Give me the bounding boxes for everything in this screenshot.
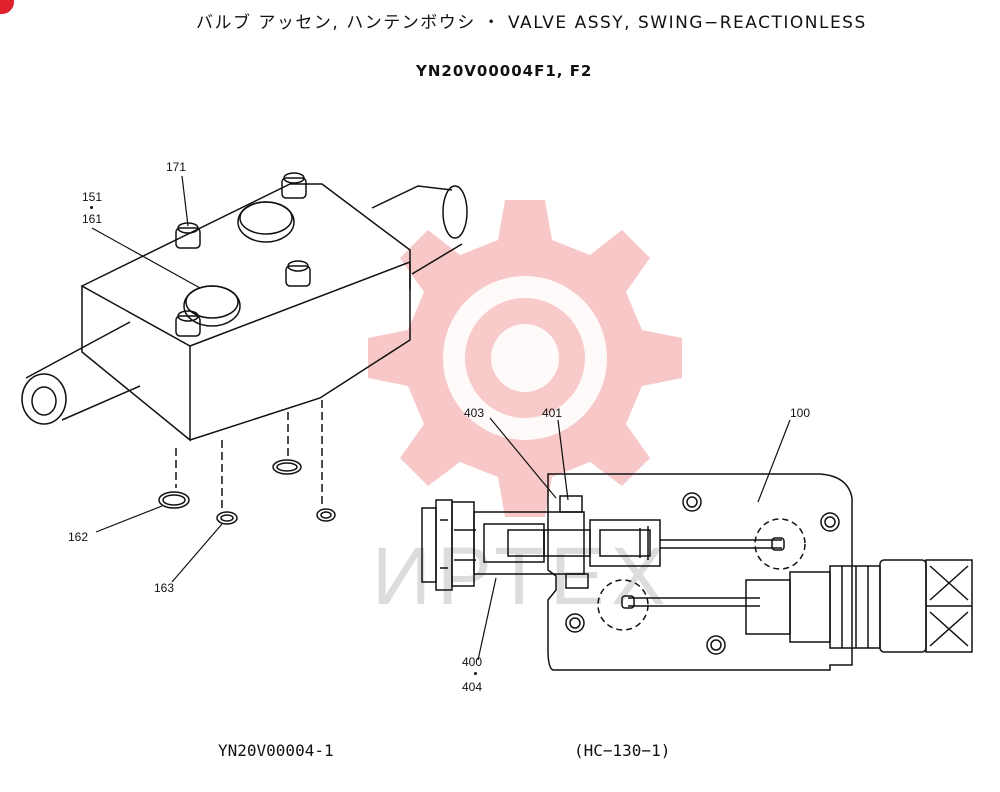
o-ring-163 (216, 511, 238, 525)
valve-body-lower (547, 473, 853, 671)
part-label-162: 162 (68, 530, 89, 544)
part-label-404: 404 (462, 680, 483, 694)
watermark-text: ИРТЕХ (372, 531, 672, 622)
part-label-403: 403 (464, 406, 485, 420)
cartridge-section (421, 495, 661, 591)
part-label-161: 161 (82, 212, 103, 226)
label-separator-dot (474, 672, 477, 675)
o-ring-162 (158, 491, 190, 509)
leader-lines-upper (91, 175, 223, 583)
part-label-171: 171 (166, 160, 187, 174)
o-ring-upper (272, 459, 302, 475)
figure-id: YN20V00004-1 (218, 741, 334, 760)
valve-block-upper (21, 172, 468, 442)
o-ring-small (316, 508, 336, 522)
part-label-100: 100 (790, 406, 811, 420)
model-code: YN20V00004F1, F2 (416, 62, 593, 80)
center-lines (175, 400, 323, 512)
part-label-163: 163 (154, 581, 175, 595)
label-separator-dot (90, 206, 93, 209)
page-reference: (HC−130−1) (574, 741, 671, 760)
part-label-401: 401 (542, 406, 563, 420)
part-label-400: 400 (462, 655, 483, 669)
leader-lines-lower (477, 417, 791, 661)
part-label-151: 151 (82, 190, 103, 204)
page-title: バルブ アッセン, ハンテンボウシ ・ VALVE ASSY, SWING−RE… (196, 13, 867, 33)
fitting-assembly (745, 559, 973, 653)
